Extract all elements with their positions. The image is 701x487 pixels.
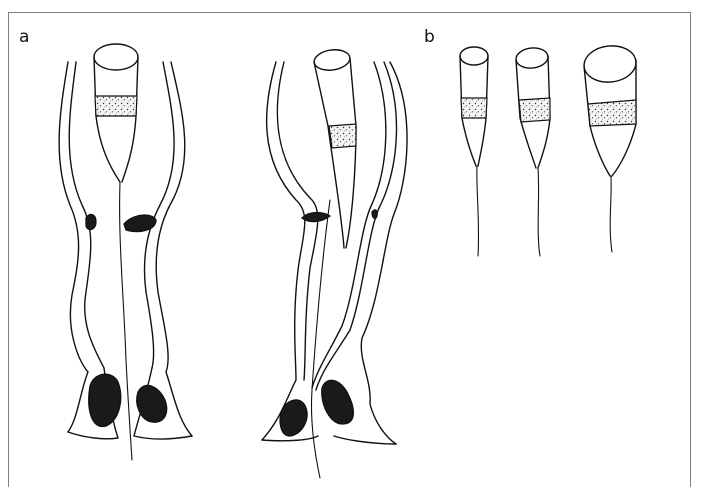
left-hair-shaft-body	[94, 57, 138, 182]
panel-a-left-sheath	[59, 44, 192, 460]
hair-3-fiber	[610, 176, 612, 252]
right-sheath-nucleus-spindle	[302, 213, 330, 222]
left-sheath-nucleus-lower-right	[137, 385, 167, 422]
panel-b-hair-3	[582, 43, 637, 252]
panel-b-hair-2	[515, 46, 550, 256]
left-sheath-nucleus-upper-right	[124, 215, 156, 231]
right-sheath-nucleus-small	[372, 210, 377, 218]
hair-1-fiber	[477, 166, 479, 256]
right-sheath-outer-wall-left	[262, 62, 305, 440]
right-hair-stippled-band	[329, 124, 356, 148]
left-sheath-outer-wall-left	[59, 62, 88, 432]
right-sheath-base	[262, 436, 396, 444]
left-sheath-nucleus-upper-left	[86, 215, 96, 230]
panel-b-hair-1	[460, 47, 488, 256]
left-hair-stippled-band	[95, 96, 137, 116]
panel-b-hairs	[460, 43, 638, 256]
left-hair-top-ellipse	[94, 44, 138, 70]
hair-3-top-ellipse	[582, 43, 637, 84]
hair-3-stippled-band	[588, 100, 636, 126]
right-sheath-nucleus-lower-right	[322, 380, 354, 424]
hair-2-fiber	[538, 168, 540, 256]
hair-1-top-ellipse	[460, 47, 488, 65]
right-hair-top-ellipse	[313, 48, 351, 73]
left-sheath-outer-wall-right	[156, 62, 192, 436]
hair-2-stippled-band	[519, 98, 550, 122]
left-sheath-nucleus-lower-left	[89, 374, 121, 426]
right-sheath-inner-wall-right	[312, 62, 386, 388]
hair-1-stippled-band	[461, 98, 487, 118]
panel-a-right-sheath	[262, 48, 407, 478]
right-hair-fiber	[311, 200, 330, 478]
hair-2-top-ellipse	[515, 46, 549, 69]
